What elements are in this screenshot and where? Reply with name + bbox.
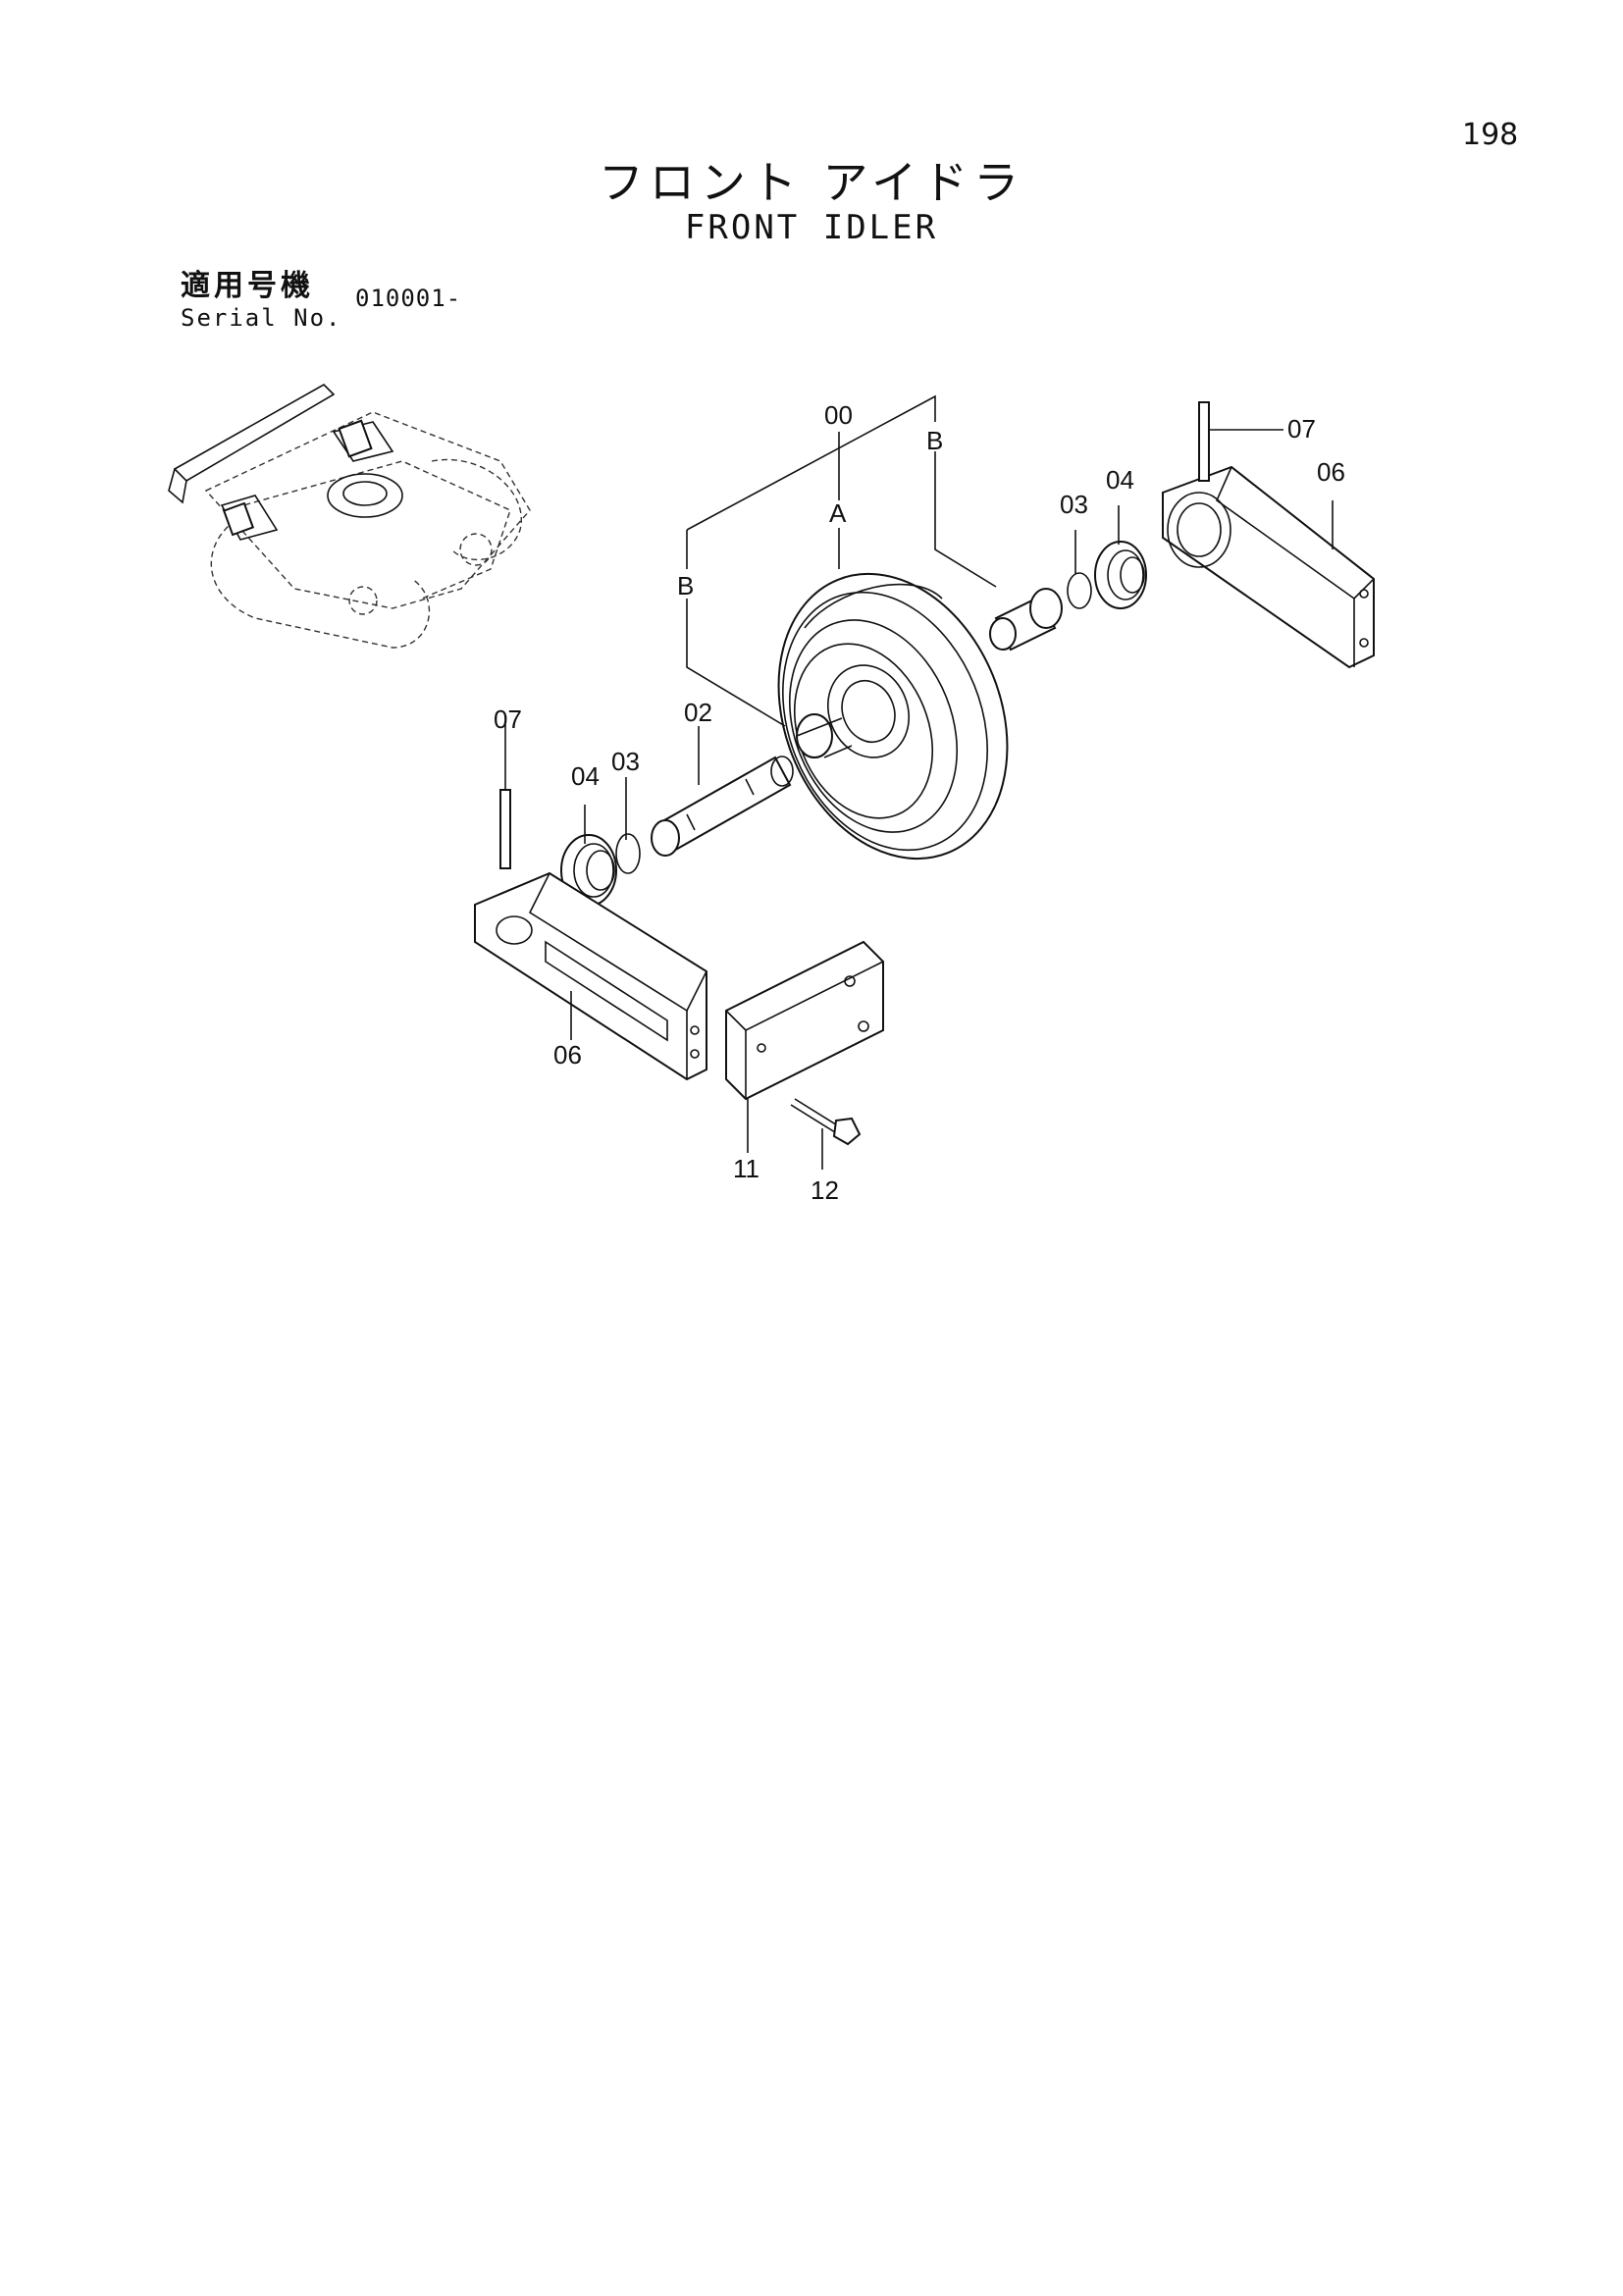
seal-right (1094, 541, 1147, 609)
undercarriage-overview-sketch (168, 384, 531, 649)
spring-pin-right (1198, 401, 1210, 482)
callout-04-right: 04 (1106, 465, 1134, 495)
page-number: 198 (1462, 118, 1519, 152)
callout-00: 00 (824, 400, 853, 430)
serial-label: Serial No. (181, 304, 342, 332)
callout-04-left: 04 (571, 761, 600, 791)
page-title-japanese: フロント アイドラ (598, 156, 1025, 209)
callout-03-left: 03 (611, 747, 640, 776)
support-bracket-right (1162, 465, 1375, 669)
support-bracket-left (474, 871, 707, 1081)
serial-value: 010001- (355, 285, 462, 312)
bushing-left (796, 713, 853, 758)
callout-B-right: B (926, 426, 943, 455)
idler-shaft (651, 756, 794, 857)
idler-wheel (777, 572, 1009, 861)
callout-02: 02 (684, 698, 712, 727)
o-ring-right (1067, 572, 1092, 609)
callout-03-right: 03 (1060, 490, 1088, 519)
callout-B-left: B (677, 571, 694, 600)
callout-07-right: 07 (1287, 414, 1316, 444)
callout-07-left: 07 (494, 704, 522, 734)
bolt (790, 1098, 862, 1146)
o-ring-left (615, 833, 641, 874)
callout-06-left: 06 (553, 1040, 582, 1070)
callout-11: 11 (733, 1154, 759, 1183)
seal-left (560, 834, 617, 907)
leader-lines (504, 394, 1334, 1170)
bushing-right (989, 588, 1063, 652)
spacer-block (725, 940, 884, 1101)
serial-label-japanese: 適用号機 (181, 269, 314, 303)
callout-12: 12 (811, 1175, 839, 1205)
page-title: FRONT IDLER (684, 208, 939, 247)
spring-pin-left (499, 789, 511, 869)
callout-A: A (829, 498, 847, 528)
callout-06-right: 06 (1317, 457, 1345, 487)
